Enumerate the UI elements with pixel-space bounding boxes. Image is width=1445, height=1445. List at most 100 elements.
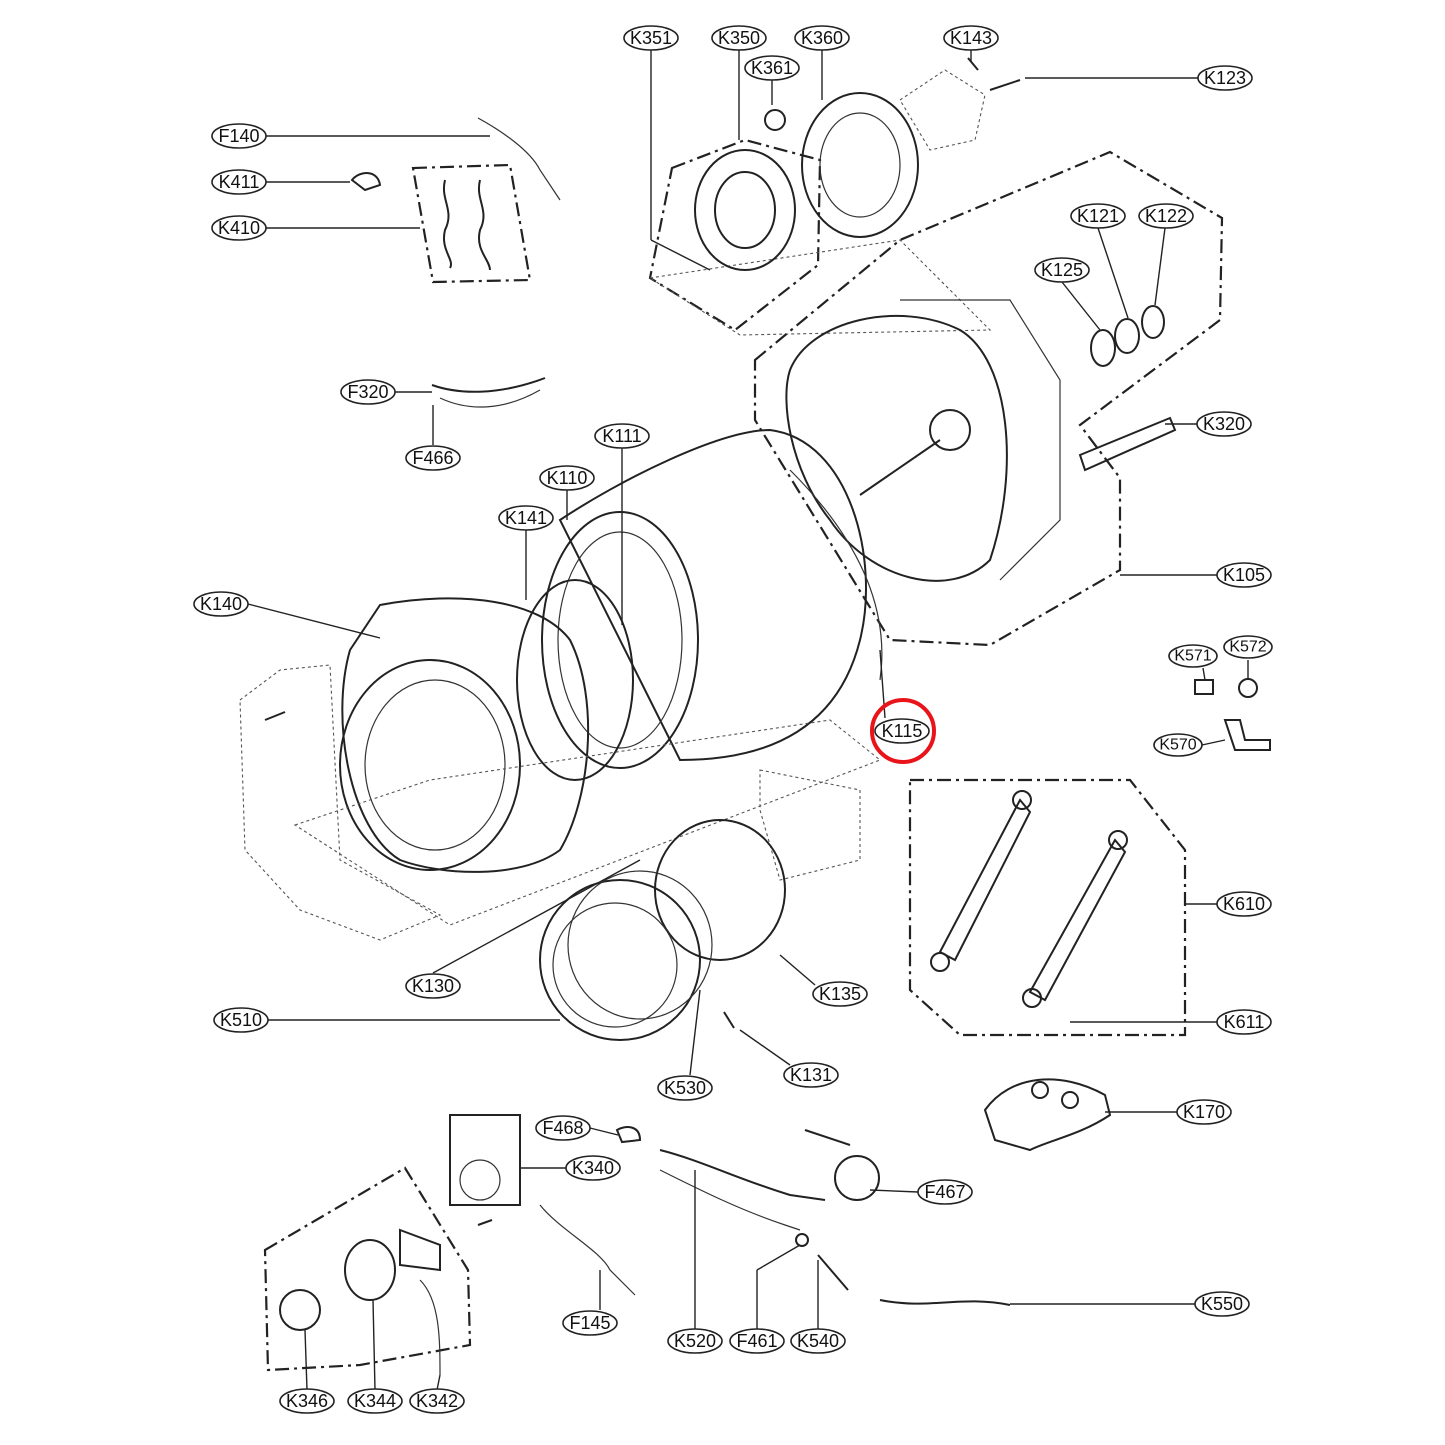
stator-group-outline [648,138,822,332]
drum-front-inner [557,531,683,749]
bolt-dotted [899,69,986,151]
stator-dotted-plane [648,239,992,336]
hose-F320-edge [439,389,541,408]
label-K572[interactable]: K572 [1223,635,1273,659]
leader-K351-b [650,239,711,271]
weight-part [983,1078,1112,1152]
highlight-circle [870,698,936,764]
label-K510[interactable]: K510 [213,1007,269,1033]
hose-F320 [431,377,546,393]
svg-text:K340: K340 [572,1158,614,1178]
bolt-K131 [723,1011,735,1029]
label-K123[interactable]: K123 [1197,65,1253,91]
label-K361[interactable]: K361 [744,55,800,81]
svg-text:K130: K130 [412,976,454,996]
label-F461[interactable]: F461 [729,1328,785,1354]
svg-text:F145: F145 [569,1313,610,1333]
label-K346[interactable]: K346 [279,1388,335,1414]
leader-lines [247,50,1249,1391]
label-K135[interactable]: K135 [812,981,868,1007]
bearing-1-part [1114,318,1140,354]
svg-text:K342: K342 [416,1391,458,1411]
rear-tub-part [785,314,1008,582]
label-K143[interactable]: K143 [943,25,999,51]
leader-K342 [436,1374,441,1391]
stator-inner [714,171,776,249]
svg-text:K346: K346 [286,1391,328,1411]
front-tub-inner [364,679,506,851]
svg-text:K611: K611 [1224,1012,1265,1032]
label-F140[interactable]: F140 [211,123,267,149]
label-K130[interactable]: K130 [405,973,461,999]
clamp-F467 [834,1155,880,1201]
screw-part [967,57,979,71]
label-F320[interactable]: F320 [340,379,396,405]
label-K170[interactable]: K170 [1176,1099,1232,1125]
front-tub-opening [339,659,521,871]
label-K344[interactable]: K344 [347,1388,403,1414]
part-drawings [239,57,1271,1376]
label-K350[interactable]: K350 [711,25,767,51]
hub-part [764,109,786,131]
drum-front-rim [541,511,699,769]
svg-text:F468: F468 [542,1118,583,1138]
label-K125[interactable]: K125 [1034,257,1090,283]
svg-text:K170: K170 [1183,1102,1225,1122]
label-K411[interactable]: K411 [211,169,267,195]
leader-K131 [739,1029,791,1066]
label-K342[interactable]: K342 [409,1388,465,1414]
svg-text:K110: K110 [547,468,588,488]
label-K131[interactable]: K131 [783,1062,839,1088]
valve-K571 [1194,679,1214,695]
label-K340[interactable]: K340 [565,1155,621,1181]
leader-K346 [304,1329,308,1391]
label-F145[interactable]: F145 [562,1310,618,1336]
label-K570[interactable]: K570 [1153,733,1203,757]
motor-screw [477,1219,493,1226]
label-K122[interactable]: K122 [1138,203,1194,229]
label-K105[interactable]: K105 [1216,562,1272,588]
label-K571[interactable]: K571 [1168,644,1218,668]
harness-F140 [477,117,561,201]
tube-K550 [879,1299,1011,1306]
label-K121[interactable]: K121 [1070,203,1126,229]
leader-K140 [247,603,381,639]
svg-text:K121: K121 [1077,206,1119,226]
damper-2-part [1028,838,1127,1002]
pump-wire-K342 [419,1279,441,1376]
svg-text:F467: F467 [924,1182,965,1202]
label-K540[interactable]: K540 [790,1328,846,1354]
label-K111[interactable]: K111 [594,423,650,449]
leader-K344 [372,1299,376,1391]
label-K410[interactable]: K410 [211,215,267,241]
label-K360[interactable]: K360 [794,25,850,51]
gasket-wire-K530 [567,870,713,1020]
label-K520[interactable]: K520 [667,1328,723,1354]
leader-K122 [1154,227,1166,306]
label-K115[interactable]: K115 [874,718,930,744]
svg-text:K360: K360 [801,28,843,48]
part-labels: K351 K350 K360 K143 K361 K123 F140 K411 … [193,25,1273,1414]
label-K351[interactable]: K351 [623,25,679,51]
filter-K346 [279,1289,321,1331]
clip-K411 [350,172,382,192]
svg-text:K361: K361 [751,58,793,78]
label-F466[interactable]: F466 [405,445,461,471]
label-K611[interactable]: K611 [1216,1009,1272,1035]
pump-group-outline [263,1166,472,1372]
svg-text:F461: F461 [736,1331,777,1351]
svg-text:K115: K115 [882,721,923,741]
spring-group-outline [411,163,532,284]
label-F467[interactable]: F467 [917,1179,973,1205]
rotor-inner [819,112,901,218]
label-K141[interactable]: K141 [498,505,554,531]
label-K610[interactable]: K610 [1216,891,1272,917]
label-F468[interactable]: F468 [535,1115,591,1141]
stator-part [694,149,796,271]
label-K140[interactable]: K140 [193,591,249,617]
label-K550[interactable]: K550 [1194,1291,1250,1317]
harness-F145 [539,1204,636,1296]
label-K110[interactable]: K110 [539,465,595,491]
label-K320[interactable]: K320 [1196,411,1252,437]
label-K530[interactable]: K530 [657,1075,713,1101]
